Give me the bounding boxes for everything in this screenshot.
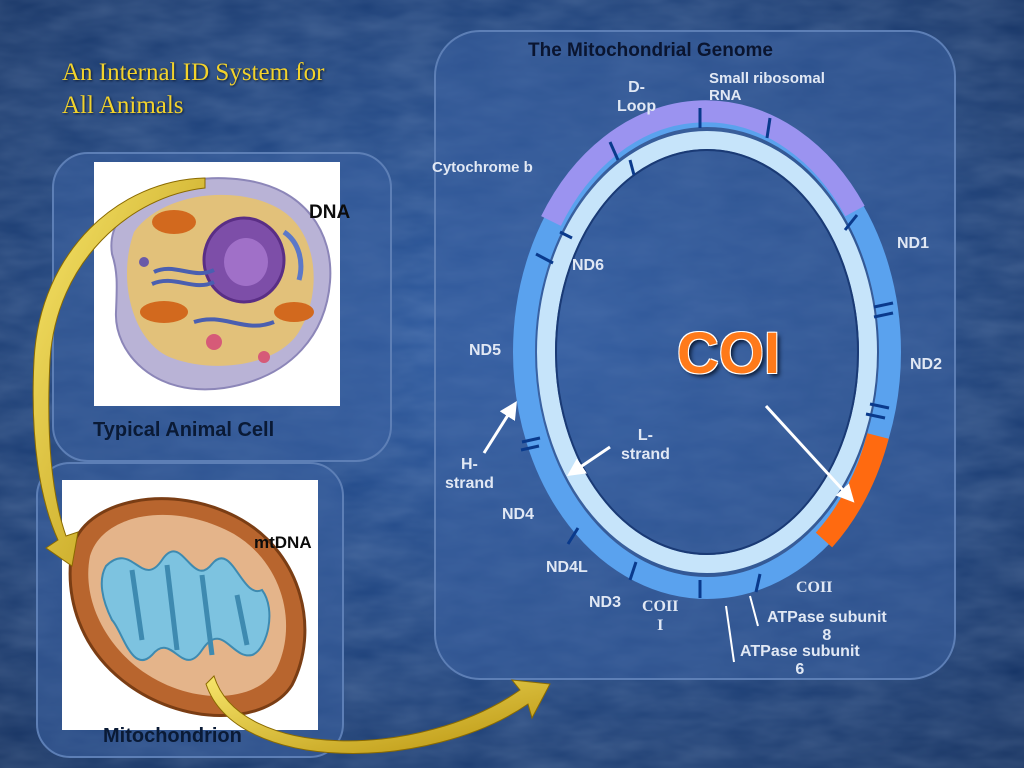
mitochondrion-caption: Mitochondrion — [103, 725, 242, 747]
animal-cell-caption: Typical Animal Cell — [93, 419, 275, 441]
l-strand-line-2: strand — [621, 446, 670, 463]
coi-highlight-label: COI — [677, 321, 781, 386]
nd1-label: ND1 — [897, 235, 930, 252]
nd3-label: ND3 — [589, 594, 622, 611]
h-strand-line-1: H- — [461, 456, 478, 473]
d-loop-line-1: D- — [628, 79, 645, 96]
title-line-2: All Animals — [62, 92, 184, 119]
atpase-6-label: ATPase subunit 6 — [740, 643, 860, 679]
mtdna-label: mtDNA — [254, 533, 312, 552]
atpase-8-line-1: ATPase subunit — [767, 609, 887, 626]
nd6-label: ND6 — [572, 257, 605, 274]
d-loop-label: D- Loop — [617, 78, 656, 116]
title-line-1: An Internal ID System for — [62, 59, 325, 86]
small-rrna-line-2: RNA — [709, 87, 742, 104]
l-strand-line-1: L- — [637, 427, 653, 444]
l-strand-label: L- strand — [621, 426, 670, 464]
d-loop-line-2: Loop — [617, 98, 657, 115]
atpase-8-line-2: 8 — [822, 627, 832, 644]
atpase-8-label: ATPase subunit 8 — [767, 609, 887, 645]
mitochondrion-illustration — [62, 480, 318, 730]
coiii-line-1: COII — [642, 598, 679, 615]
slide-title: An Internal ID System for All Animals — [62, 56, 422, 122]
genome-title: The Mitochondrial Genome — [528, 40, 773, 61]
animal-cell-illustration — [94, 162, 340, 406]
nd5-label: ND5 — [469, 342, 502, 359]
h-strand-line-2: strand — [445, 475, 494, 492]
h-strand-label: H- strand — [445, 455, 494, 493]
atpase-6-line-1: ATPase subunit — [740, 643, 860, 660]
atpase-6-line-2: 6 — [795, 661, 805, 678]
small-rrna-line-1: Small ribosomal — [709, 70, 825, 87]
cytochrome-b-label: Cytochrome b — [432, 159, 533, 176]
nd4-label: ND4 — [502, 506, 535, 523]
small-rrna-label: Small ribosomal RNA — [709, 70, 825, 104]
coiii-label: COII I — [642, 597, 678, 635]
dna-label: DNA — [309, 202, 351, 223]
nd2-label: ND2 — [910, 356, 943, 373]
coiii-line-2: I — [657, 617, 664, 634]
coii-label: COII — [796, 579, 833, 596]
nd4l-label: ND4L — [546, 559, 588, 576]
